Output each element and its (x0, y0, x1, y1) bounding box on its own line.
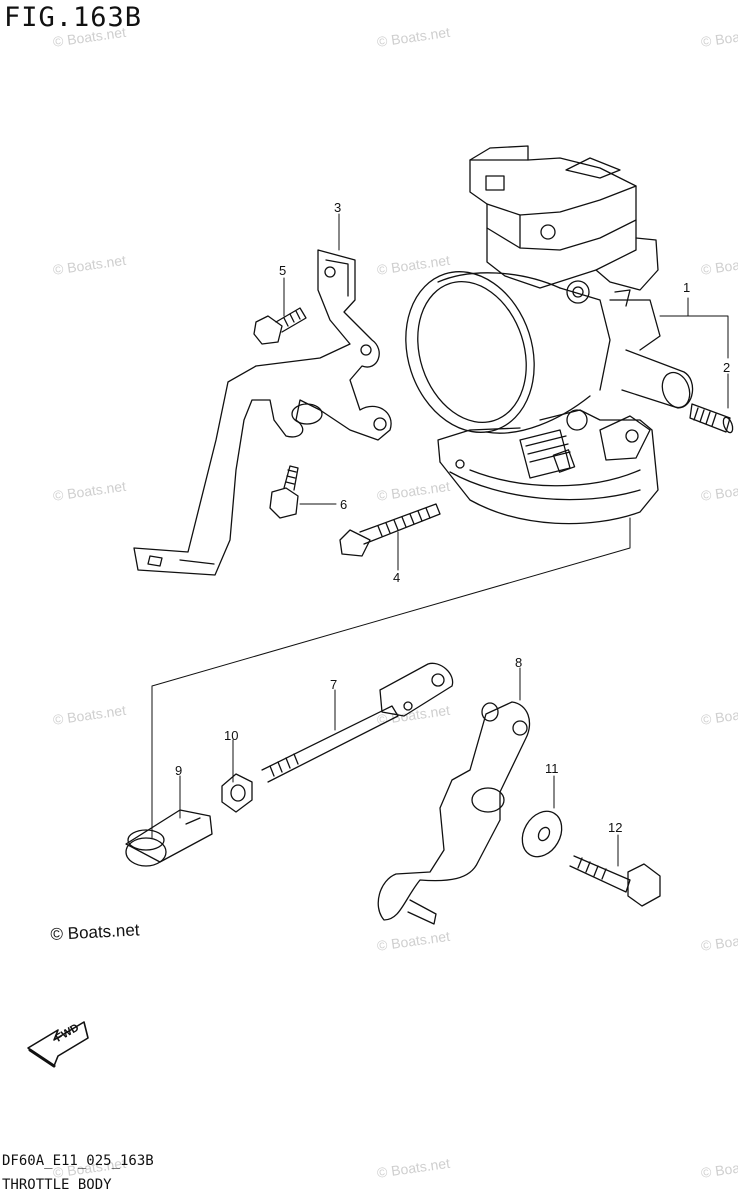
callout-5: 5 (279, 263, 286, 278)
callout-1: 1 (683, 280, 690, 295)
callout-11: 11 (545, 761, 559, 776)
callout-8: 8 (515, 655, 522, 670)
figure-code: DF60A_E11_025_163B (2, 1153, 154, 1169)
callout-2: 2 (723, 360, 730, 375)
part-9-ball-joint[interactable] (125, 809, 213, 867)
callout-9: 9 (175, 763, 182, 778)
callout-3: 3 (334, 200, 341, 215)
part-3-bracket[interactable] (133, 249, 392, 576)
part-2-nipple[interactable] (689, 403, 734, 434)
figure-title: FIG.163B (4, 2, 143, 33)
fwd-arrow-icon (27, 1021, 89, 1068)
throttle-body-part[interactable] (386, 145, 695, 525)
part-6-bolt[interactable] (269, 465, 299, 519)
part-10-nut[interactable] (221, 773, 253, 813)
callout-6: 6 (340, 497, 347, 512)
callout-4: 4 (393, 570, 400, 585)
callout-10: 10 (224, 728, 238, 743)
part-4-bolt[interactable] (339, 503, 441, 557)
callout-12: 12 (608, 820, 622, 835)
callout-7: 7 (330, 677, 337, 692)
part-8-lever[interactable] (377, 701, 531, 925)
part-5-bolt[interactable] (253, 307, 307, 345)
part-12-bolt[interactable] (569, 855, 661, 907)
part-7-rod[interactable] (261, 662, 454, 783)
part-11-washer[interactable] (514, 804, 569, 864)
figure-name: THROTTLE BODY (2, 1177, 112, 1193)
leader-lines (151, 213, 729, 867)
